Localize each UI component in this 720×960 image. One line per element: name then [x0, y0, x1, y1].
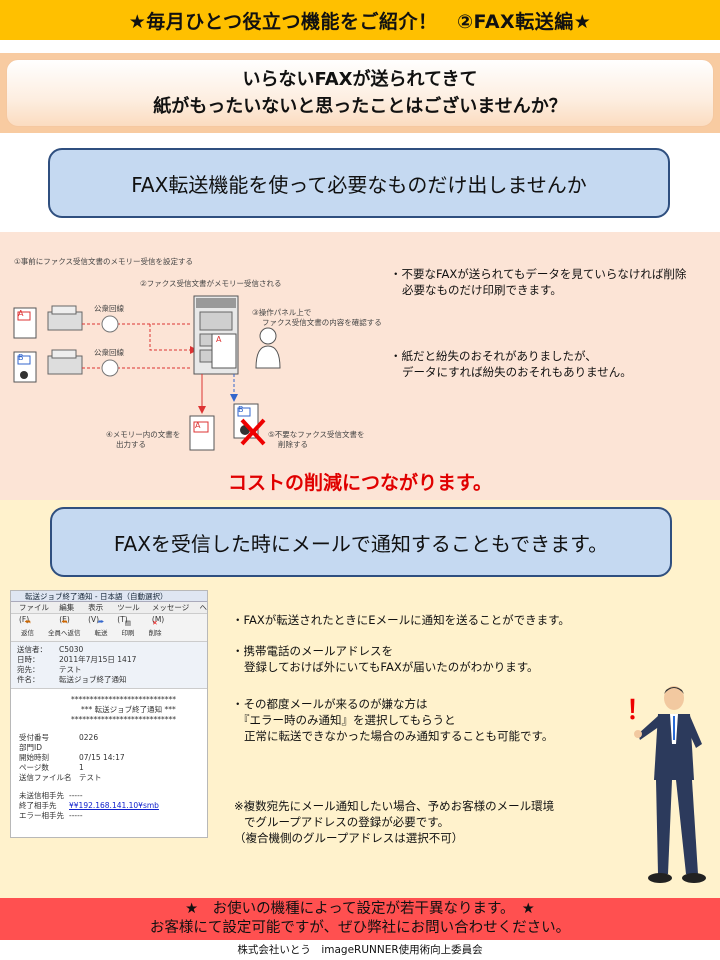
mail-toolbar: ⮪返信 ⮪全員へ返信 ⮫転送 ▤印刷 ✕削除 — [11, 614, 207, 642]
fax-flow-diagram — [13, 295, 281, 451]
person-icon — [255, 327, 281, 369]
print-icon: ▤ — [124, 618, 132, 627]
printed-document-icon — [189, 415, 215, 451]
forward-icon: ⮫ — [97, 618, 105, 626]
reply-icon: ⮪ — [24, 618, 31, 626]
diagram-step5a: ⑤不要なファクス受信文書を — [268, 430, 365, 439]
section-forwarding: ①事前にファクス受信文書のメモリー受信を設定する ②ファクス受信文書がメモリー受… — [0, 232, 720, 500]
footer-notice: ★ お使いの機種によって設定が若干異なります。 ★ お客様にて設定可能ですが、ぜ… — [0, 898, 720, 940]
doc-b-letter: B — [18, 353, 24, 362]
question-line-2: 紙がもったいないと思ったことはございませんか？ — [153, 96, 567, 117]
mail-window-screenshot: 転送ジョブ終了通知 - 日本語（自動選択） ファイル(F) 編集(E) 表示(V… — [10, 590, 208, 838]
line-label-1: 公衆回線 — [94, 304, 124, 313]
deleted-document-icon — [233, 403, 259, 439]
public-line-node-icon — [101, 315, 119, 333]
mail-menubar: ファイル(F) 編集(E) 表示(V) ツール(T) メッセージ(M) ヘ — [11, 602, 208, 624]
footer-line-1: ★ お使いの機種によって設定が若干異なります。 ★ — [185, 901, 535, 917]
page-banner: ★毎月ひとつ役立つ機能をご紹介！ ②FAX転送編★ — [0, 0, 720, 40]
mail-title: 転送ジョブ終了通知 - 日本語（自動選択） — [11, 591, 207, 602]
note-error-only: ・その都度メールが来るのが嫌な方は 『エラー時のみ通知』を選択してもらうと 正常… — [232, 697, 554, 743]
fax-machine-icon — [47, 305, 83, 331]
delete-x-icon — [240, 418, 266, 446]
reply-all-tool: ⮪全員へ返信 — [48, 618, 81, 637]
menu-item: メッセージ(M) — [151, 603, 190, 624]
businessman-illustration-icon — [634, 686, 706, 883]
menu-item: ファイル(F) — [19, 603, 49, 624]
diagram-step5b: 削除する — [278, 440, 308, 449]
reply-tool: ⮪返信 — [21, 618, 34, 637]
line-label-2: 公衆回線 — [94, 348, 124, 357]
copier-screen-doc-icon — [211, 333, 237, 369]
deleted-doc-letter: B — [238, 405, 244, 414]
public-line-node-icon — [101, 359, 119, 377]
menu-item: ヘ — [199, 603, 208, 612]
doc-a-letter: A — [18, 309, 24, 318]
output-doc-letter: A — [195, 421, 201, 430]
delete-icon: ✕ — [152, 618, 158, 627]
forward-tool: ⮫転送 — [94, 618, 108, 637]
delete-tool: ✕削除 — [148, 618, 162, 637]
mail-headers: 送信者：C5030 日時：2011年7月15日 1417 宛先：テスト 件名：転… — [11, 642, 207, 689]
menu-item: 表示(V) — [88, 603, 104, 624]
copier-doc-letter: A — [216, 335, 222, 344]
reply-all-icon: ⮪ — [61, 618, 68, 626]
document-b-icon — [13, 351, 37, 383]
print-tool: ▤印刷 — [121, 618, 135, 637]
diagram-step1: ①事前にファクス受信文書のメモリー受信を設定する — [14, 257, 193, 266]
fax-machine-icon — [47, 349, 83, 375]
menu-item: 編集(E) — [59, 603, 75, 624]
footer-line-2: お客様にて設定可能ですが、ぜひ弊社にお問い合わせください。 — [149, 920, 571, 936]
note-email-notify: ・FAXが転送されたときにEメールに通知を送ることができます。 — [232, 613, 570, 627]
question-box: いらないFAXが送られてきて 紙がもったいないと思ったことはございませんか？ — [0, 53, 720, 133]
document-a-icon — [13, 307, 37, 339]
headline-pill-forwarding: FAX転送機能を使って必要なものだけ出しませんか — [48, 148, 670, 218]
exclamation-mark: ！ — [626, 696, 653, 726]
headline-pill-mail: FAXを受信した時にメールで通知することもできます。 — [50, 507, 672, 577]
note-mobile-address: ・携帯電話のメールアドレスを 登録しておけば外にいてもFAXが届いたのがわかりま… — [232, 644, 539, 674]
cost-reduction-text: コストの削減につながります。 — [227, 472, 493, 494]
question-line-1: いらないFAXが送られてきて — [242, 69, 478, 90]
headline-text: FAXを受信した時にメールで通知することもできます。 — [113, 531, 609, 556]
diagram-step4b: 出力する — [116, 440, 146, 449]
headline-text: FAX転送機能を使って必要なものだけ出しませんか — [131, 172, 587, 197]
diagram-step2: ②ファクス受信文書がメモリー受信される — [140, 279, 282, 288]
note-no-loss: ・紙だと紛失のおそれがありましたが、 データにすれば紛失のおそれもありません。 — [390, 349, 632, 379]
note-group-address: ※複数宛先にメール通知したい場合、予めお客様のメール環境 でグループアドレスの登… — [234, 799, 555, 845]
company-name: 株式会社いとう imageRUNNER使用術向上委員会 — [237, 944, 483, 956]
diagram-step3b: ファクス受信文書の内容を確認する — [262, 318, 382, 327]
diagram-step4a: ④メモリー内の文書を — [106, 430, 181, 439]
menu-item: ツール(T) — [117, 603, 140, 624]
banner-title: ★毎月ひとつ役立つ機能をご紹介！ ②FAX転送編★ — [128, 10, 592, 33]
mail-body: **************************** *** 転送ジョブ終了… — [19, 695, 176, 820]
smb-link: ¥¥192.168.141.10¥smb — [69, 801, 159, 810]
diagram-step3a: ③操作パネル上で — [252, 308, 312, 317]
note-delete-unneeded: ・不要なFAXが送られてもデータを見ていらなければ削除 必要なものだけ印刷できま… — [390, 267, 687, 297]
